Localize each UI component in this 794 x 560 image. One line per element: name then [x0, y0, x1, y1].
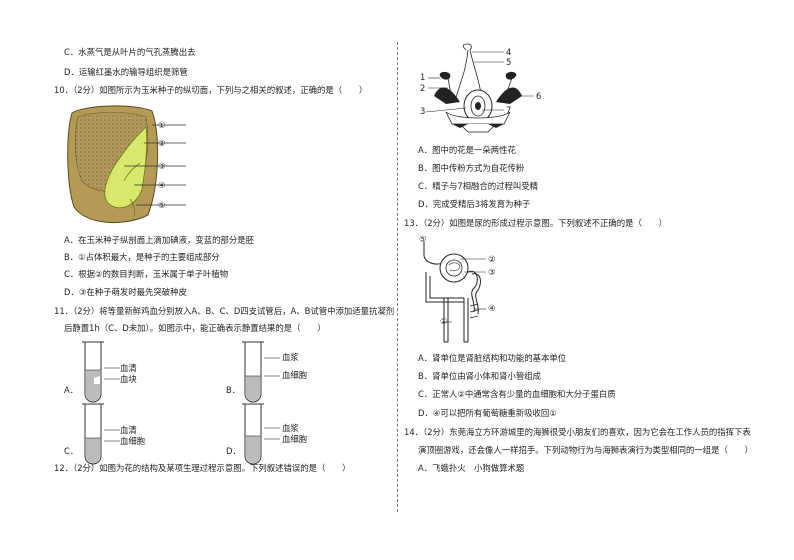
- tube-a-letter: A．: [64, 385, 79, 395]
- tube-a: [80, 340, 106, 404]
- tube-c: [80, 402, 106, 466]
- seed-label-3: ③: [158, 161, 166, 171]
- q10-option-b: B．①占体积最大，是种子的主要组成部分: [64, 252, 220, 262]
- q14-option-a: A．飞蛾扑火 小狗做算术题: [418, 463, 525, 473]
- nephron-label-5: ⑤: [419, 234, 427, 244]
- flower-label-1: 1: [420, 72, 426, 82]
- seed-label-4: ④: [158, 180, 166, 190]
- q12-option-b: B．图中传粉方式为自花传粉: [418, 163, 525, 173]
- q13-option-d: D．④可以把所有葡萄糖重新吸收回①: [418, 408, 557, 418]
- q9-option-d: D．运输红墨水的输导组织是筛管: [64, 67, 188, 77]
- q13-option-c: C．正常人②中通常含有少量的血细胞和大分子蛋白质: [418, 389, 616, 399]
- tube-d-letter: D．: [226, 446, 241, 456]
- seed-label-5: ⑤: [158, 200, 166, 210]
- tube-b-pointers: [264, 354, 280, 380]
- q11-stem-line1: 11．（2分）将等量新鲜鸡血分别放入A、B、C、D四支试管后，A、B试管中添加适…: [54, 306, 395, 316]
- q13-option-b: B．肾单位由肾小体和肾小管组成: [418, 371, 541, 381]
- q12-option-c: C．精子与7相融合的过程叫受精: [418, 181, 539, 191]
- tube-a-top-label: 血清: [120, 363, 137, 373]
- flower-label-6: 6: [536, 91, 542, 101]
- nephron-label-2: ②: [488, 254, 496, 264]
- q10-option-c: C．根据②的数目判断，玉米属于单子叶植物: [64, 269, 229, 279]
- column-divider: [397, 42, 398, 512]
- tube-b-letter: B．: [226, 385, 241, 395]
- flower-label-3: 3: [420, 106, 426, 116]
- q12-option-d: D．完成受精后3将发育为种子: [418, 199, 531, 209]
- tube-d: [240, 402, 266, 466]
- q13-option-a: A．肾单位是肾脏结构和功能的基本单位: [418, 353, 567, 363]
- tube-a-bottom-label: 血块: [120, 374, 137, 384]
- tube-d-bottom-label: 血细胞: [282, 434, 308, 444]
- flower-label-4: 4: [506, 47, 512, 57]
- tube-c-top-label: 血清: [120, 425, 137, 435]
- tube-d-top-label: 血浆: [282, 423, 299, 433]
- tube-b-bottom-label: 血细胞: [282, 370, 308, 380]
- tube-c-letter: C．: [64, 446, 79, 456]
- seed-label-1: ①: [158, 120, 166, 130]
- seed-label-2: ②: [158, 138, 166, 148]
- nephron-label-3: ③: [488, 267, 496, 277]
- tube-a-pointers: [104, 364, 120, 384]
- q9-option-c: C．水蒸气是从叶片的气孔蒸腾出去: [64, 47, 196, 57]
- tube-b-top-label: 血浆: [282, 352, 299, 362]
- q10-option-d: D．③在种子萌发时最先突破种皮: [64, 287, 187, 297]
- flower-label-2: 2: [420, 83, 426, 93]
- q10-stem: 10．（2分）如图所示为玉米种子的纵切面，下列与之相关的叙述，正确的是（ ）: [54, 85, 368, 95]
- q13-stem: 13．（2分）如图是尿的形成过程示意图。下列叙述不正确的是（ ）: [404, 218, 668, 228]
- tube-b: [240, 340, 266, 404]
- nephron-label-4: ④: [488, 303, 496, 313]
- q14-stem-line2: 演顶圈游戏，还会像人一样招手。下列动物行为与海狮表演行为类型相同的一组是（ ）: [418, 445, 753, 455]
- nephron-diagram: [416, 232, 506, 346]
- q10-option-a: A．在玉米种子纵剖面上滴加碘液，变蓝的部分是胚: [64, 235, 254, 245]
- flower-label-5: 5: [506, 57, 512, 67]
- nephron-label-1: ①: [440, 316, 448, 326]
- q12-stem: 12．（2分）如图为花的结构及某项生理过程示意图。下列叙述错误的是（ ）: [54, 463, 351, 473]
- tube-d-pointers: [264, 424, 280, 444]
- tube-c-bottom-label: 血细胞: [120, 436, 146, 446]
- q11-stem-line2: 后静置1h（C、D未加）。如图示中，能正确表示静置结果的是（ ）: [64, 323, 326, 333]
- tube-c-pointers: [104, 426, 120, 446]
- q12-option-a: A．图中的花是一朵两性花: [418, 145, 516, 155]
- flower-label-7: 7: [506, 105, 512, 115]
- q14-stem-line1: 14．（2分）东莞海立方环游城里的海狮很受小朋友们的喜欢，因为它会在工作人员的指…: [404, 427, 751, 437]
- flower-diagram: [416, 42, 556, 134]
- corn-seed-diagram: [64, 103, 190, 229]
